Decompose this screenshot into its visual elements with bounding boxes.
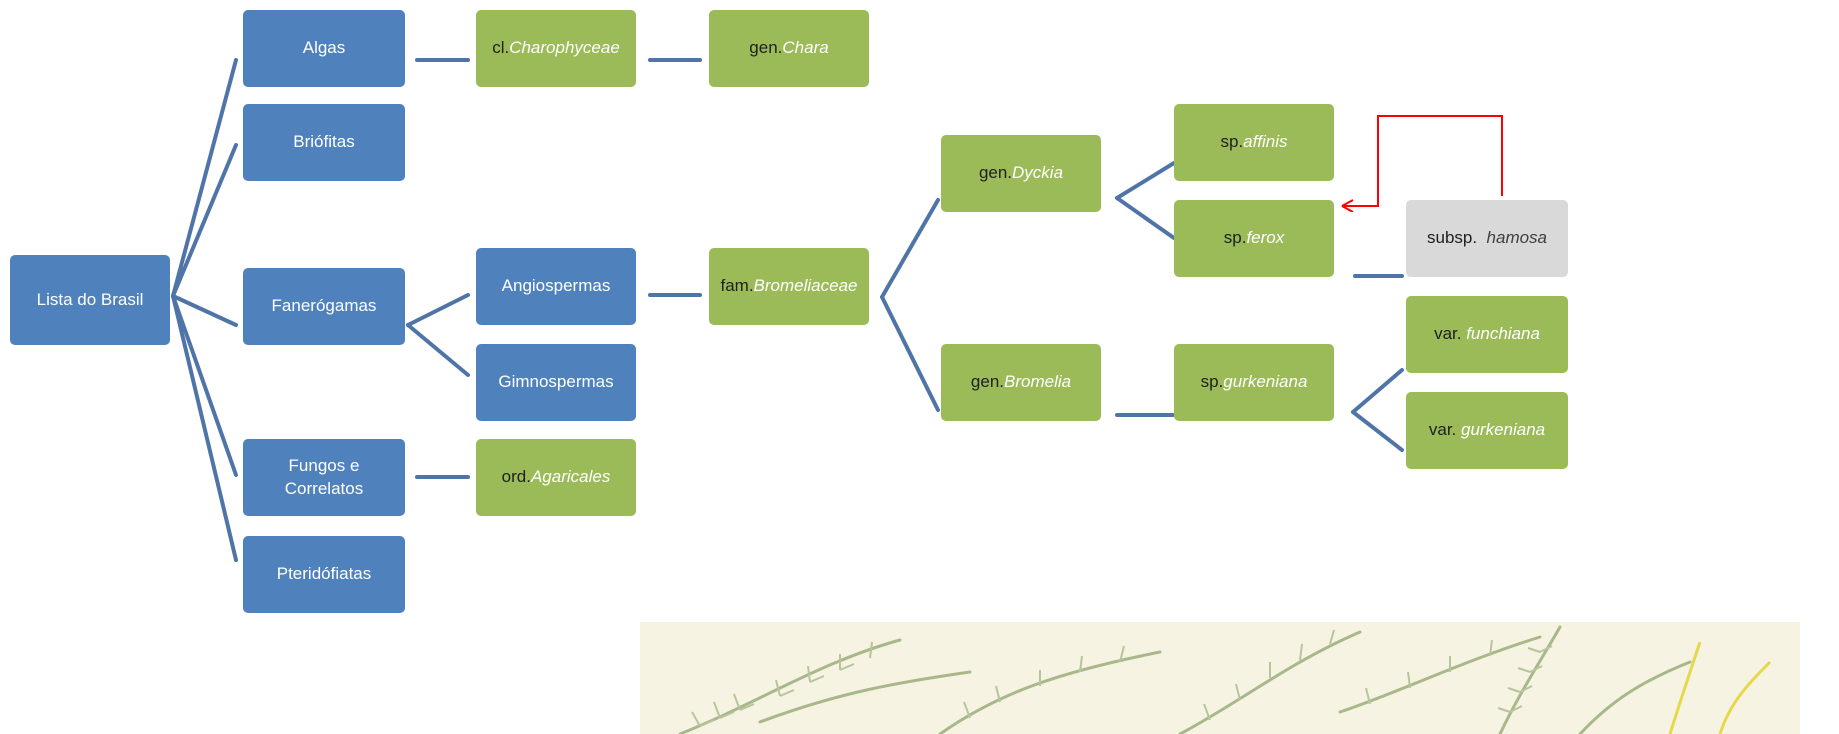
node-ferox: sp.ferox [1174,200,1334,277]
rank-label: sp. [1223,228,1247,248]
taxon-name: ferox [1246,228,1285,248]
rank-label: sp. [1200,372,1224,392]
taxon-name: Charophyceae [509,38,620,58]
connector-root-fungos [171,294,238,477]
node-label: Algas [302,38,346,58]
red-reference-arrow [1342,115,1503,206]
node-label: Gimnospermas [498,372,614,392]
node-briofitas: Briófitas [243,104,405,181]
charophyte-illustration-icon [640,622,1800,734]
node-label: Fanerógamas [271,296,377,316]
rank-label: sp. [1220,132,1244,152]
node-gimnospermas: Gimnospermas [476,344,636,421]
connector-dyckia-ferox [1115,196,1176,240]
node-agaricales: ord.Agaricales [476,439,636,516]
node-funchiana: var. funchiana [1406,296,1568,373]
taxon-name: Bromelia [1004,372,1072,392]
rank-label: var. [1428,420,1457,440]
rank-label: var. [1434,324,1462,344]
taxon-name: Bromeliaceae [753,276,858,296]
rank-label: gen. [970,372,1004,392]
node-lista-do-brasil: Lista do Brasil [10,255,170,345]
taxon-name: gurkeniana [1223,372,1308,392]
rank-label: fam. [720,276,754,296]
taxon-name: hamosa [1486,228,1548,248]
connector-root-pteridofitas [171,294,238,562]
node-pteridofiatas: Pteridófiatas [243,536,405,613]
connector-bromeliaceae-bromelia [880,295,940,412]
node-label: Pteridófiatas [276,564,372,584]
connector-gurkeniana-gurkeniana-var [1351,410,1404,452]
node-label-line2: Correlatos [284,478,364,498]
node-charophyceae: cl.Charophyceae [476,10,636,87]
node-bromeliaceae: fam.Bromeliaceae [709,248,869,325]
taxon-name: affinis [1243,132,1288,152]
taxon-name: gurkeniana [1461,420,1546,440]
node-bromelia: gen.Bromelia [941,344,1101,421]
node-dyckia: gen.Dyckia [941,135,1101,212]
taxon-name: funchiana [1466,324,1540,344]
node-label-line1: Fungos e [288,456,360,476]
rank-label: ord. [501,467,531,487]
node-hamosa: subsp. hamosa [1406,200,1568,277]
connector-bromeliaceae-dyckia [880,198,940,299]
node-fanerogamas: Fanerógamas [243,268,405,345]
node-label: Lista do Brasil [36,289,144,309]
taxon-name: Dyckia [1012,163,1064,183]
connector-dyckia-affinis [1115,161,1176,200]
node-gurkeniana-variety: var. gurkeniana [1406,392,1568,469]
rank-label: cl. [492,38,510,58]
connector-root-briofitas [171,143,238,298]
node-fungos-e-correlatos: Fungos e Correlatos [243,439,405,516]
connector-root-fanerogamas [171,294,238,327]
node-label: Angiospermas [501,276,611,296]
connector-fanerogamas-gimnospermas [406,323,470,377]
node-gurkeniana-species: sp.gurkeniana [1174,344,1334,421]
node-algas: Algas [243,10,405,87]
node-chara: gen.Chara [709,10,869,87]
node-angiospermas: Angiospermas [476,248,636,325]
connector-gurkeniana-funchiana [1351,368,1404,414]
rank-label: gen. [978,163,1013,183]
node-affinis: sp.affinis [1174,104,1334,181]
taxon-name: Agaricales [530,467,611,487]
taxon-name: Chara [782,38,829,58]
rank-label: subsp. [1426,228,1478,248]
connector-fanerogamas-angiospermas [406,293,470,327]
rank-label: gen. [749,38,783,58]
connector-root-algas [171,58,238,298]
node-label: Briófitas [293,132,355,152]
